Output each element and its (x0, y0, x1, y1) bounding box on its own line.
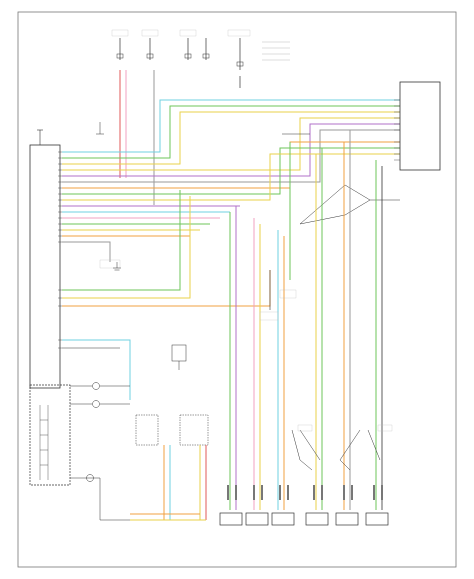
steering-wheel-controls (29, 382, 130, 521)
speaker-left-front (219, 512, 243, 526)
speaker-right-rear (365, 512, 389, 526)
speaker-feed-wires (229, 130, 383, 510)
speaker-left-rear (335, 512, 359, 526)
diagram-frame (17, 11, 457, 568)
speaker-right-door (305, 512, 329, 526)
speaker-left-door (271, 512, 295, 526)
radio-module (29, 129, 62, 389)
cd-changer-connectors (130, 414, 209, 521)
tweeter-links (291, 424, 393, 471)
crossover-network (282, 133, 400, 225)
speaker-right-front (245, 512, 269, 526)
amplifier-module (394, 81, 441, 171)
power-feeds (111, 29, 290, 205)
mid-components (96, 122, 297, 370)
speaker-row (219, 485, 389, 526)
radio-harness (62, 99, 400, 400)
